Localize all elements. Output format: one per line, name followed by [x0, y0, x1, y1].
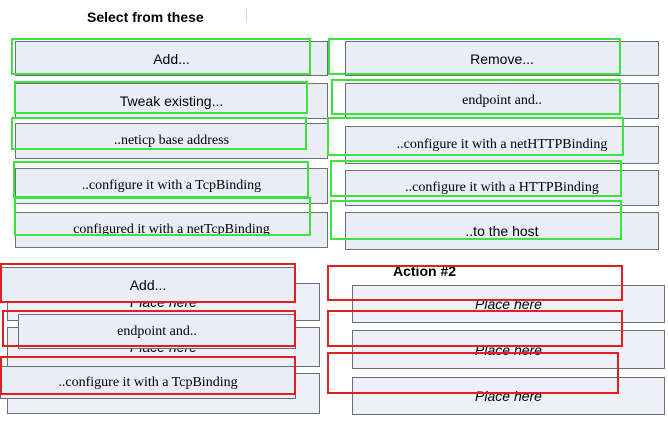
selection-heading: Select from these — [87, 9, 204, 25]
drop-slot[interactable]: Place here — [352, 330, 665, 369]
divider — [246, 8, 247, 22]
choice-configure-nethttpbinding[interactable]: ..configure it with a netHTTPBinding — [345, 126, 659, 164]
choice-add[interactable]: Add... — [15, 41, 328, 76]
choice-configure-httpbinding[interactable]: ..configure it with a HTTPBinding — [345, 170, 659, 206]
choice-configure-tcpbinding[interactable]: ..configure it with a TcpBinding — [15, 168, 328, 204]
action-2-heading: Action #2 — [393, 263, 457, 279]
placed-configure-tcpbinding[interactable]: ..configure it with a TcpBinding — [0, 366, 296, 399]
choice-configured-nettcpbinding[interactable]: configured it with a netTcpBinding — [15, 212, 328, 248]
placed-endpoint-and[interactable]: endpoint and.. — [18, 314, 296, 349]
choice-tweak-existing[interactable]: Tweak existing... — [15, 83, 328, 119]
choice-remove[interactable]: Remove... — [345, 41, 659, 76]
placed-add[interactable]: Add... — [0, 267, 296, 302]
choice-to-the-host[interactable]: ..to the host — [345, 212, 659, 250]
drop-slot[interactable]: Place here — [352, 377, 665, 415]
choice-endpoint-and[interactable]: endpoint and.. — [345, 83, 659, 119]
drop-slot[interactable]: Place here — [352, 285, 665, 323]
choice-neticp-base-address[interactable]: ..neticp base address — [15, 123, 328, 159]
